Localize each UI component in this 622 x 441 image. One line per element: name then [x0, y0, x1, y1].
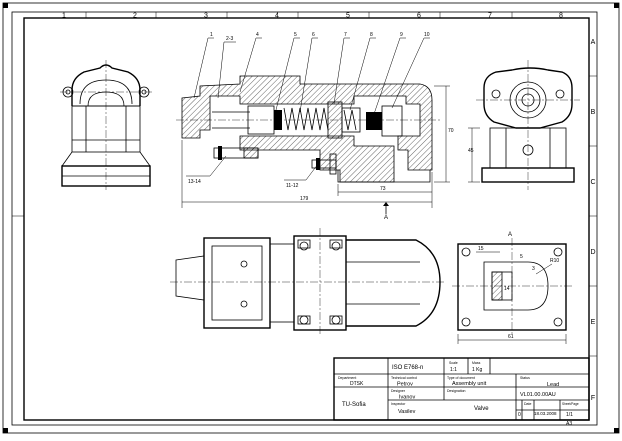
svg-text:7: 7 [344, 32, 347, 38]
sheet-format: A3 [566, 421, 572, 427]
svg-text:C: C [590, 179, 595, 186]
svg-text:Mass: Mass [472, 361, 481, 365]
svg-text:R10: R10 [550, 258, 559, 264]
svg-text:13-14: 13-14 [188, 179, 201, 185]
drawing-frame [23, 17, 590, 421]
svg-text:6: 6 [312, 32, 315, 38]
svg-text:2: 2 [133, 13, 137, 20]
svg-text:D: D [590, 249, 595, 256]
svg-text:8: 8 [370, 32, 373, 38]
svg-text:Designation: Designation [447, 389, 466, 393]
svg-text:A: A [508, 232, 512, 238]
front-section-view [176, 75, 440, 183]
designer-value: Ivanov [399, 395, 415, 401]
svg-text:3: 3 [204, 13, 208, 20]
date-value: 18.03.2008 [534, 411, 557, 416]
svg-text:3: 3 [532, 266, 535, 272]
svg-text:1: 1 [62, 13, 66, 20]
svg-text:61: 61 [508, 334, 514, 340]
svg-text:45: 45 [468, 148, 474, 154]
svg-text:5: 5 [346, 13, 350, 20]
svg-text:11-12: 11-12 [286, 183, 299, 189]
svg-text:1: 1 [210, 32, 213, 38]
svg-text:14: 14 [504, 286, 510, 292]
view-a: A 15 R10 5 3 14 61 [452, 232, 572, 344]
scale-value: 1:1 [450, 367, 457, 373]
left-side-view [60, 60, 152, 190]
svg-text:8: 8 [559, 13, 563, 20]
svg-text:F: F [591, 395, 595, 402]
svg-text:Technical control: Technical control [391, 376, 417, 380]
corner-marks [3, 3, 619, 433]
sheet-value: 1/1 [566, 412, 573, 418]
title-block-text: ISO E768-n Scale 1:1 Mass 1 Kg Departmen… [338, 361, 579, 427]
inspector-value: Vasilev [398, 409, 416, 415]
svg-text:7: 7 [488, 13, 492, 20]
svg-text:Type of document: Type of document [447, 376, 475, 380]
svg-text:15: 15 [478, 246, 484, 252]
document-number: VL01.00.00AU [520, 392, 556, 398]
front-dimensions: 179 73 70 A [181, 85, 454, 221]
organization: TU-Sofia [342, 402, 366, 408]
plan-view [170, 228, 446, 336]
designation-value: Valve [474, 406, 489, 412]
svg-text:2-3: 2-3 [226, 36, 233, 42]
standard-label: ISO E768-n [392, 365, 423, 371]
document-type-value: Assembly unit [452, 381, 487, 387]
svg-text:73: 73 [380, 186, 386, 192]
svg-text:4: 4 [256, 32, 259, 38]
svg-text:Scale: Scale [449, 361, 458, 365]
column-zone-labels: 1 2 3 4 5 6 7 8 [62, 13, 563, 20]
svg-text:A: A [591, 39, 596, 46]
svg-text:Date: Date [524, 402, 531, 406]
zone-frame [11, 11, 598, 426]
svg-text:5: 5 [520, 254, 523, 260]
svg-text:4: 4 [275, 13, 279, 20]
part-balloons: 1 2-3 4 5 6 7 8 9 10 13-14 11-12 [186, 32, 430, 189]
row-zone-ticks [12, 75, 597, 357]
svg-text:Sheet/Page: Sheet/Page [562, 402, 579, 406]
svg-text:Inspector: Inspector [391, 402, 406, 406]
svg-text:6: 6 [417, 13, 421, 20]
svg-text:Designer: Designer [391, 389, 406, 393]
technical-control-value: Petrov [397, 382, 413, 388]
svg-text:10: 10 [424, 32, 430, 38]
svg-text:A: A [384, 215, 388, 221]
svg-text:Department: Department [338, 376, 356, 380]
revision-value: 0 [518, 412, 521, 418]
svg-text:9: 9 [400, 32, 403, 38]
right-side-view: 45 [468, 60, 580, 190]
row-zone-labels: A B C D E F [590, 39, 595, 402]
svg-text:70: 70 [448, 128, 454, 134]
svg-text:B: B [591, 109, 596, 116]
column-zone-ticks [85, 12, 513, 18]
status-value: Lead [547, 382, 559, 388]
svg-text:179: 179 [300, 196, 309, 202]
svg-text:Status: Status [520, 376, 530, 380]
department-value: DTSK [350, 381, 364, 387]
mass-value: 1 Kg [472, 367, 483, 373]
svg-text:5: 5 [294, 32, 297, 38]
title-block [333, 357, 590, 421]
svg-text:E: E [591, 319, 596, 326]
sheet-edge [2, 2, 620, 434]
